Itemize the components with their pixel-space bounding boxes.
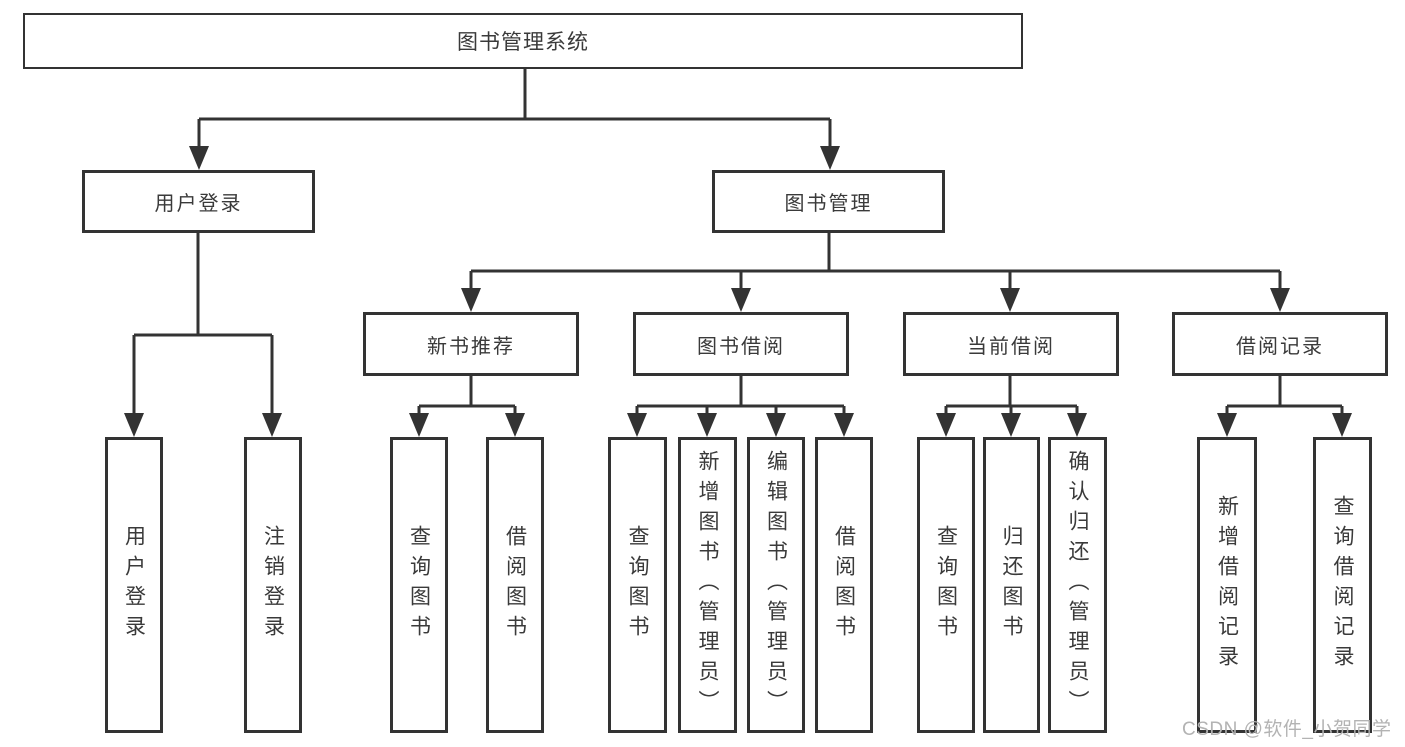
node-book-borrow-label: 图书借阅 (697, 335, 785, 358)
leaf-logout-label: 注销登录 (261, 525, 285, 645)
node-root: 图书管理系统 (23, 13, 1023, 69)
leaf-logout: 注销登录 (244, 437, 302, 733)
node-user-login: 用户登录 (82, 170, 315, 233)
node-current-borrow: 当前借阅 (903, 312, 1119, 376)
leaf-br-query-record-label: 查询借阅记录 (1331, 495, 1354, 675)
leaf-nb-borrow-books: 借阅图书 (486, 437, 544, 733)
leaf-cb-confirm-return-admin-label: 确认归还（管理员） (1066, 450, 1089, 720)
leaf-bb-edit-books-admin: 编辑图书（管理员） (747, 437, 805, 733)
node-new-book-recommend: 新书推荐 (363, 312, 579, 376)
node-book-borrow: 图书借阅 (633, 312, 849, 376)
leaf-nb-borrow-books-label: 借阅图书 (503, 525, 527, 645)
leaf-cb-return-books: 归还图书 (983, 437, 1040, 733)
leaf-cb-return-books-label: 归还图书 (1000, 525, 1023, 645)
leaf-cb-query-books-label: 查询图书 (934, 525, 958, 645)
node-user-login-label: 用户登录 (154, 193, 243, 215)
leaf-bb-query-books: 查询图书 (608, 437, 667, 733)
node-borrow-records-label: 借阅记录 (1236, 335, 1324, 358)
node-current-borrow-label: 当前借阅 (967, 335, 1055, 358)
leaf-bb-query-books-label: 查询图书 (626, 525, 649, 645)
csdn-watermark: CSDN @软件_小贺同学 (1182, 719, 1392, 740)
leaf-cb-query-books: 查询图书 (917, 437, 975, 733)
leaf-bb-borrow-books-label: 借阅图书 (832, 525, 856, 645)
node-book-management-label: 图书管理 (784, 193, 873, 215)
node-root-label: 图书管理系统 (457, 31, 589, 54)
leaf-bb-add-books-admin-label: 新增图书（管理员） (696, 450, 719, 720)
leaf-user-login-label: 用户登录 (122, 525, 146, 645)
leaf-br-add-record-label: 新增借阅记录 (1215, 495, 1239, 675)
arrowheads (124, 146, 1352, 437)
leaf-br-add-record: 新增借阅记录 (1197, 437, 1257, 733)
leaf-cb-confirm-return-admin: 确认归还（管理员） (1048, 437, 1107, 733)
leaf-br-query-record: 查询借阅记录 (1313, 437, 1372, 733)
node-new-book-recommend-label: 新书推荐 (427, 335, 515, 358)
leaf-bb-borrow-books: 借阅图书 (815, 437, 873, 733)
leaf-user-login: 用户登录 (105, 437, 163, 733)
node-book-management: 图书管理 (712, 170, 945, 233)
leaf-nb-query-books: 查询图书 (390, 437, 448, 733)
leaf-bb-add-books-admin: 新增图书（管理员） (678, 437, 737, 733)
node-borrow-records: 借阅记录 (1172, 312, 1388, 376)
leaf-bb-edit-books-admin-label: 编辑图书（管理员） (764, 450, 788, 720)
leaf-nb-query-books-label: 查询图书 (407, 525, 431, 645)
